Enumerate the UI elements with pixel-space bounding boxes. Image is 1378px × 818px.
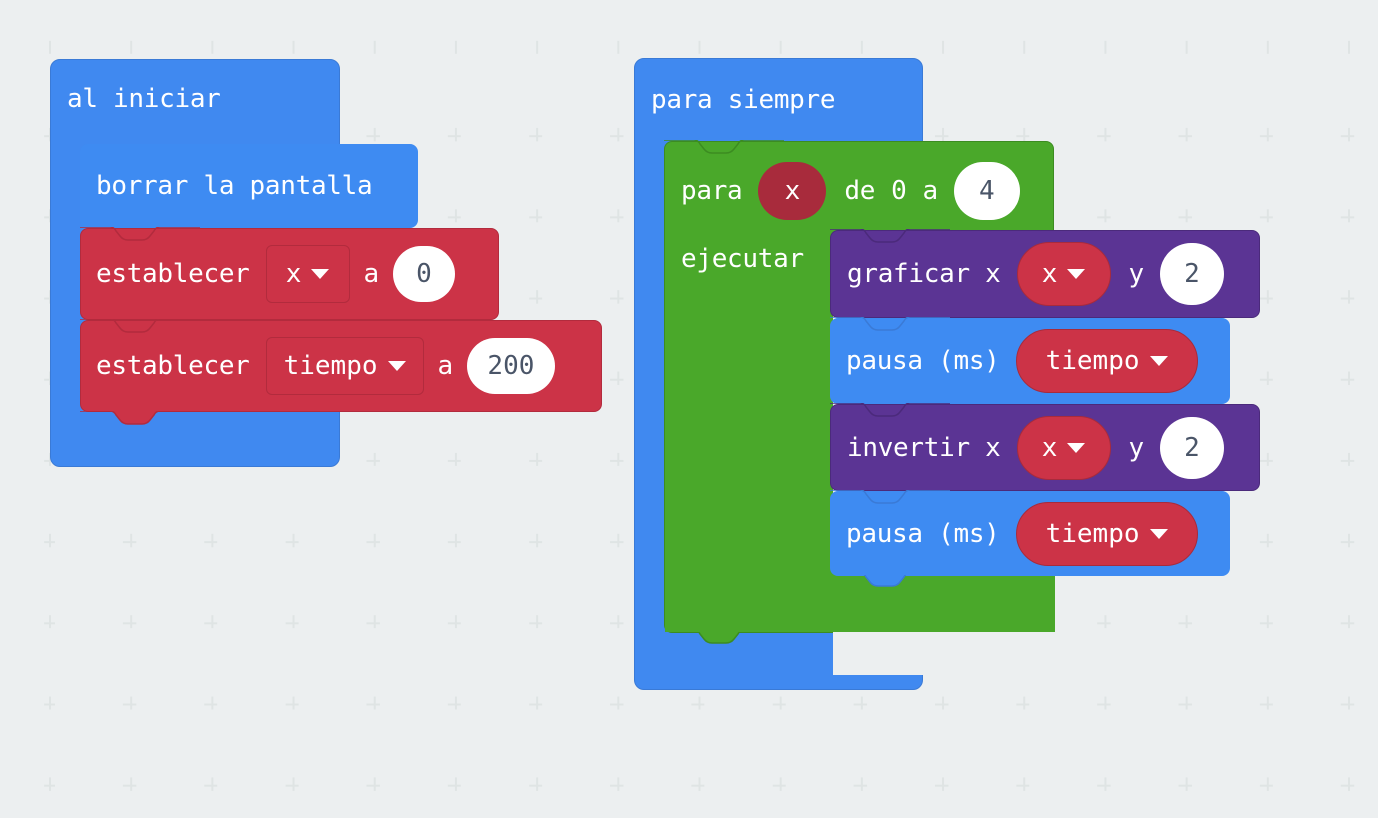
block-label-al-iniciar: al iniciar xyxy=(67,84,221,114)
block-label-borrar-la-pantalla: borrar la pantalla xyxy=(96,171,373,201)
number-field-tiempo-value[interactable]: 200 xyxy=(466,338,555,394)
block-connector-a-x: a xyxy=(363,259,380,289)
for-loop-from-value: 0 xyxy=(891,176,907,206)
dropdown-variable-tiempo[interactable]: tiempo xyxy=(265,337,424,395)
block-label-de: de xyxy=(844,176,876,206)
block-label-establecer-tiempo: establecer xyxy=(96,351,250,381)
block-label-a: a xyxy=(922,176,939,206)
chevron-down-icon xyxy=(1149,528,1168,539)
block-label-para-siempre: para siempre xyxy=(651,85,836,115)
dropdown-variable-pausa-2[interactable]: tiempo xyxy=(1015,501,1198,566)
dropdown-variable-x[interactable]: x xyxy=(265,245,350,303)
block-label-ejecutar: ejecutar xyxy=(681,244,804,274)
block-pausa-ms-1[interactable]: pausa (ms) tiempo xyxy=(830,318,1230,404)
chevron-down-icon xyxy=(387,361,406,371)
dropdown-variable-invertir-x[interactable]: x xyxy=(1016,415,1111,480)
c-block-left-column-forever xyxy=(635,141,667,636)
variable-reporter-x[interactable]: x xyxy=(758,162,827,220)
number-field-invertir-y[interactable]: 2 xyxy=(1159,416,1224,479)
chevron-down-icon xyxy=(311,269,330,279)
chevron-down-icon xyxy=(1067,442,1086,453)
block-connector-a-tiempo: a xyxy=(437,351,454,381)
c-block-bottom-bar xyxy=(665,574,1055,632)
dropdown-value-invertir-x: x xyxy=(1041,432,1058,463)
block-label-establecer-x: establecer xyxy=(96,259,250,289)
chevron-down-icon xyxy=(1149,356,1168,366)
block-label-graficar: graficar x xyxy=(847,259,1001,289)
dropdown-value-graficar-x: x xyxy=(1041,259,1058,289)
block-label-invertir: invertir x xyxy=(847,432,1001,463)
dropdown-variable-graficar-x[interactable]: x xyxy=(1016,242,1111,306)
number-field-x-value[interactable]: 0 xyxy=(392,246,455,302)
dropdown-variable-pausa-1[interactable]: tiempo xyxy=(1015,329,1198,393)
block-label-invertir-y: y xyxy=(1128,432,1145,463)
block-label-pausa-1: pausa (ms) xyxy=(846,346,1000,376)
block-invertir-x-y[interactable]: invertir x x y 2 xyxy=(830,404,1260,491)
c-block-left-column xyxy=(51,138,83,410)
dropdown-value-pausa-1: tiempo xyxy=(1045,346,1140,376)
chevron-down-icon xyxy=(1067,269,1086,279)
block-label-pausa-2: pausa (ms) xyxy=(846,518,1000,549)
block-graficar-x-y[interactable]: graficar x x y 2 xyxy=(830,230,1260,318)
for-loop-header-row: para x de 0 a 4 xyxy=(681,162,1020,220)
block-pausa-ms-2[interactable]: pausa (ms) tiempo xyxy=(830,491,1230,576)
block-label-graficar-y: y xyxy=(1128,259,1145,289)
block-establecer-tiempo[interactable]: establecer tiempo a 200 xyxy=(80,320,602,412)
dropdown-value-x: x xyxy=(285,259,302,289)
number-field-for-loop-to[interactable]: 4 xyxy=(953,162,1020,220)
dropdown-value-pausa-2: tiempo xyxy=(1045,518,1140,549)
dropdown-value-tiempo: tiempo xyxy=(283,351,378,381)
number-field-graficar-y[interactable]: 2 xyxy=(1159,243,1224,305)
block-borrar-la-pantalla[interactable]: borrar la pantalla xyxy=(80,144,418,228)
block-establecer-x[interactable]: establecer x a 0 xyxy=(80,228,499,320)
block-label-para: para xyxy=(681,176,743,206)
